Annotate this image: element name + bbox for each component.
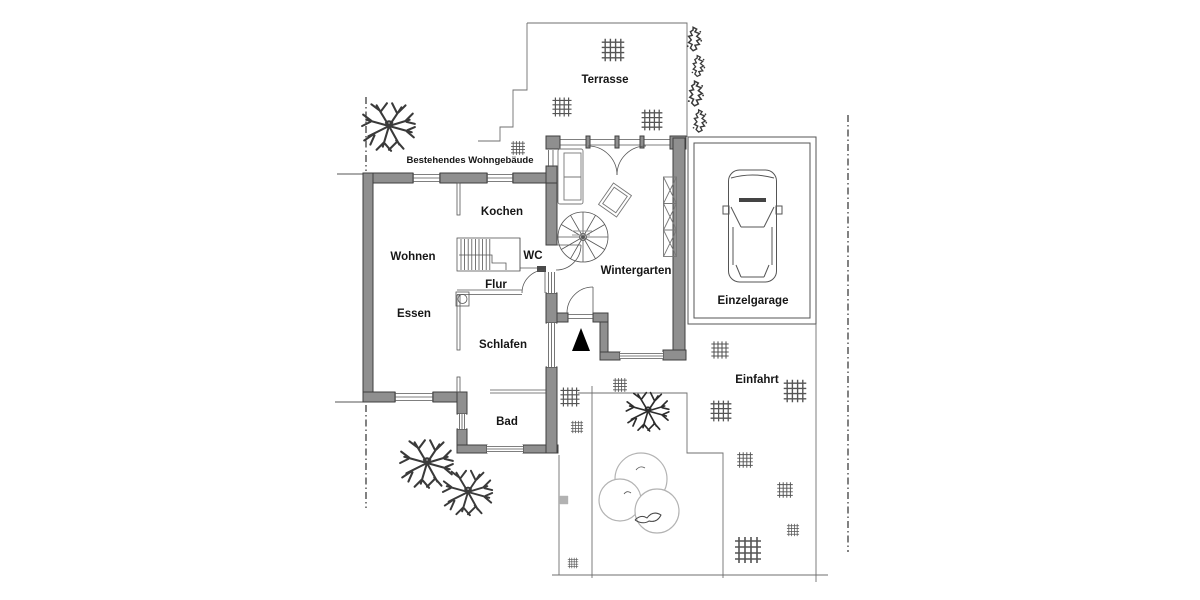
tree-icon — [361, 102, 416, 152]
garden-driveway: Einfahrt — [361, 102, 828, 582]
house-interior — [455, 182, 546, 394]
hedge-strip — [686, 26, 708, 133]
driveway-label: Einfahrt — [735, 374, 779, 386]
window — [547, 272, 556, 293]
plant-grid-icon — [783, 379, 807, 403]
main-entrance-door — [566, 286, 594, 314]
terrace: Terrasse — [478, 22, 688, 156]
bath-label: Bad — [496, 416, 518, 428]
bedroom-bath-wall — [490, 389, 546, 394]
property-boundary-lines — [335, 97, 849, 552]
plant-grid-icon — [612, 377, 628, 393]
window — [547, 323, 556, 367]
house-windows — [395, 173, 556, 453]
garage-outer-wall — [687, 136, 817, 325]
window — [395, 392, 433, 402]
plant-grid-icon — [559, 386, 581, 408]
staircase — [456, 237, 521, 272]
door-hall-bedroom — [521, 269, 546, 294]
shelf-unit — [663, 176, 677, 257]
garage: Einzelgarage — [687, 136, 817, 325]
house-walls — [362, 165, 559, 454]
shrub-icon — [625, 391, 670, 432]
plant-grid-icon — [786, 523, 800, 537]
plant-grid-icon — [640, 108, 664, 132]
bedroom-label: Schlafen — [479, 339, 527, 351]
plant-grid-icon — [567, 557, 579, 569]
kitchen-label: Kochen — [481, 206, 523, 218]
plant-grid-icon — [710, 340, 730, 360]
existing-house: Bestehendes Wohngebäude — [362, 155, 559, 454]
dining-label: Essen — [397, 308, 431, 320]
garage-inner-wall — [693, 142, 811, 319]
hedge-icon — [687, 80, 705, 107]
window — [487, 445, 523, 453]
window — [487, 173, 513, 183]
plant-grid-icon — [559, 495, 569, 505]
dining-bedroom-wall — [456, 376, 461, 393]
hedge-icon — [686, 26, 703, 52]
entrance-arrow-icon — [572, 328, 590, 351]
terrace-outline — [478, 22, 688, 142]
hall-bedroom-wall — [457, 289, 522, 295]
plant-grid-icon — [734, 536, 762, 564]
tree-canopy-icon — [598, 452, 680, 534]
tree-icon — [441, 469, 494, 517]
wintergarden-glazing — [545, 135, 687, 167]
tree-icon — [399, 439, 454, 489]
hedge-icon — [690, 54, 706, 78]
wintergarden-right-wall — [672, 137, 686, 361]
plant-grid-icon — [570, 420, 584, 434]
french-doors — [587, 145, 647, 176]
entrance-threshold — [568, 314, 593, 319]
dining-bedroom-wall — [456, 294, 461, 351]
hedge-icon — [691, 109, 708, 133]
wc-label: WC — [523, 250, 542, 262]
plant-grid-icon — [709, 399, 733, 423]
window — [413, 173, 440, 183]
living-label: Wohnen — [390, 251, 435, 263]
existing-building-label: Bestehendes Wohngebäude — [406, 155, 533, 166]
garage-label: Einzelgarage — [718, 295, 789, 307]
site-lines — [552, 324, 828, 582]
plant-grid-icon — [736, 451, 754, 469]
spiral-stair-icon — [557, 211, 609, 263]
window — [620, 352, 663, 359]
plant-grid-icon — [510, 140, 526, 156]
entrance-walls — [556, 312, 687, 361]
plant-grid-icon — [601, 38, 625, 62]
window — [458, 414, 466, 429]
wintergarden-label: Wintergarten — [601, 265, 672, 277]
car-icon — [722, 169, 783, 283]
wc-door-jamb — [537, 266, 546, 272]
column-symbol — [455, 291, 470, 307]
armchair — [597, 182, 633, 218]
plant-grid-icon — [776, 481, 794, 499]
hall-label: Flur — [485, 279, 507, 291]
terrace-label: Terrasse — [581, 74, 628, 86]
plant-grid-icon — [551, 96, 573, 118]
sofa — [557, 148, 584, 205]
kitchen-stub-wall — [456, 182, 461, 216]
wintergarden: Wintergarten — [545, 135, 687, 361]
